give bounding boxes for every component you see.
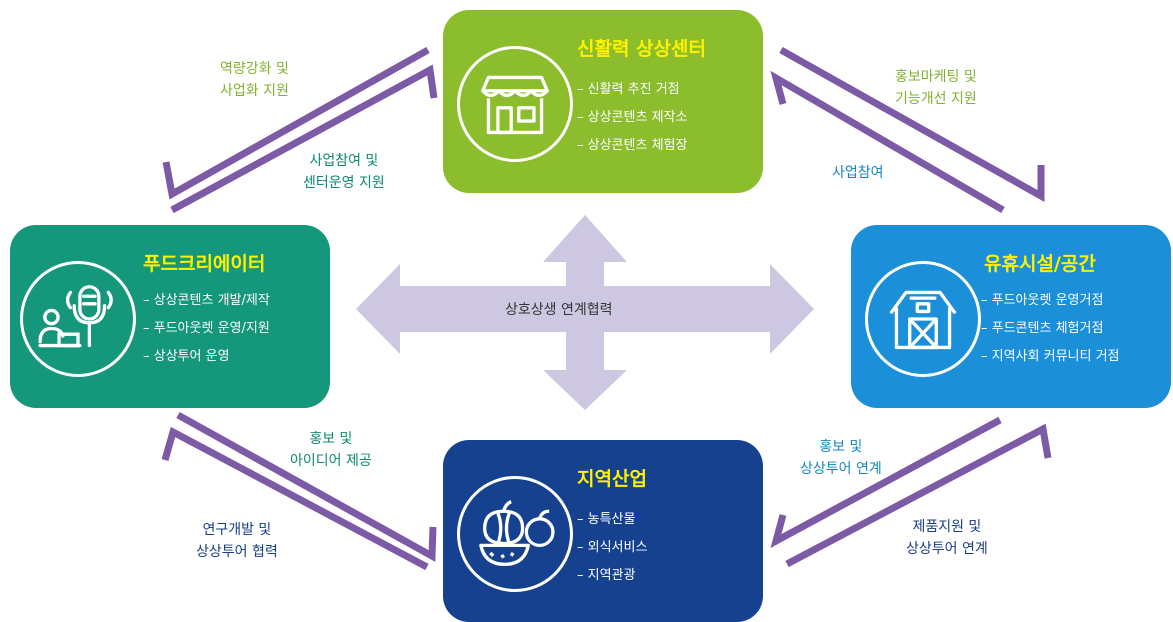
list-item: 지역관광 xyxy=(577,562,647,590)
storefront-icon xyxy=(457,46,573,162)
flow-label-top-right-inner: 사업참여 xyxy=(832,165,884,181)
node-title: 푸드크리에이터 xyxy=(143,253,266,275)
node-item-list: 상상콘텐츠 개발/제작 푸드아웃렛 운영/지원 상상투어 운영 xyxy=(143,287,270,371)
node-imagination-center: 신활력 상상센터 신활력 추진 거점 상상콘텐츠 제작소 상상콘텐츠 체험장 xyxy=(443,10,763,193)
node-item-list: 농특산물 외식서비스 지역관광 xyxy=(577,506,648,590)
node-title: 신활력 상상센터 xyxy=(577,38,706,60)
node-title: 유휴시설/공간 xyxy=(984,253,1096,275)
node-title: 지역산업 xyxy=(577,468,647,490)
arrow-top-left-outer xyxy=(162,46,430,200)
arrow-top-right-outer xyxy=(779,46,1045,202)
node-local-industry: 지역산업 농특산물 외식서비스 지역관광 xyxy=(443,440,763,622)
podcast-creator-icon xyxy=(20,261,136,377)
fruit-icon xyxy=(457,476,573,592)
list-item: 신활력 추진 거점 xyxy=(577,76,687,104)
arrow-bottom-right-outer xyxy=(785,423,1052,568)
list-item: 지역사회 커뮤니티 거점 xyxy=(981,343,1120,371)
list-item: 상상콘텐츠 개발/제작 xyxy=(143,287,270,315)
list-item: 상상투어 운영 xyxy=(143,343,270,371)
node-item-list: 푸드아웃렛 운영거점 푸드콘텐츠 체험거점 지역사회 커뮤니티 거점 xyxy=(981,287,1120,371)
barn-icon xyxy=(865,261,981,377)
list-item: 푸드아웃렛 운영/지원 xyxy=(143,315,270,343)
list-item: 농특산물 xyxy=(577,506,647,534)
list-item: 외식서비스 xyxy=(577,534,648,562)
list-item: 푸드아웃렛 운영거점 xyxy=(981,287,1120,315)
list-item: 상상콘텐츠 체험장 xyxy=(577,132,688,160)
node-item-list: 신활력 추진 거점 상상콘텐츠 제작소 상상콘텐츠 체험장 xyxy=(577,76,688,160)
arrow-bottom-right-inner xyxy=(770,416,1002,548)
center-label: 상호상생 연계협력 xyxy=(505,302,613,318)
arrow-bottom-left-inner xyxy=(176,411,437,562)
list-item: 푸드콘텐츠 체험거점 xyxy=(981,315,1120,343)
arrow-top-right-inner xyxy=(770,70,1005,214)
center-four-way-arrow xyxy=(356,215,814,410)
arrow-bottom-left-outer xyxy=(161,426,429,571)
list-item: 상상콘텐츠 제작소 xyxy=(577,104,688,132)
node-idle-facilities: 유휴시설/공간 푸드아웃렛 운영거점 푸드콘텐츠 체험거점 지역사회 커뮤니티 … xyxy=(851,225,1171,408)
node-food-creator: 푸드크리에이터 상상콘텐츠 개발/제작 푸드아웃렛 운영/지원 상상투어 운영 xyxy=(10,225,330,408)
arrow-top-left-inner xyxy=(170,64,438,214)
